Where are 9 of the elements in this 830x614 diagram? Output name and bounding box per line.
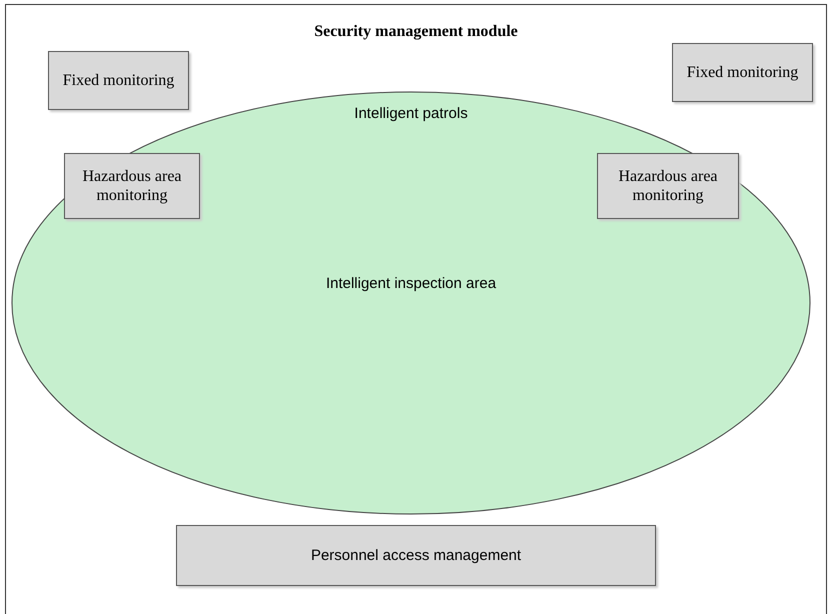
module-title: Security management module bbox=[313, 23, 519, 41]
area-label: Intelligent inspection area bbox=[324, 275, 498, 292]
ellipse-heading: Intelligent patrols bbox=[353, 105, 469, 122]
module-box: Fixed monitoring bbox=[48, 51, 189, 110]
module-frame bbox=[5, 4, 827, 614]
module-box: Hazardous area monitoring bbox=[64, 153, 200, 219]
module-box: Personnel access management bbox=[176, 525, 656, 586]
module-box: Fixed monitoring bbox=[672, 43, 813, 102]
module-box: Hazardous area monitoring bbox=[597, 153, 739, 219]
